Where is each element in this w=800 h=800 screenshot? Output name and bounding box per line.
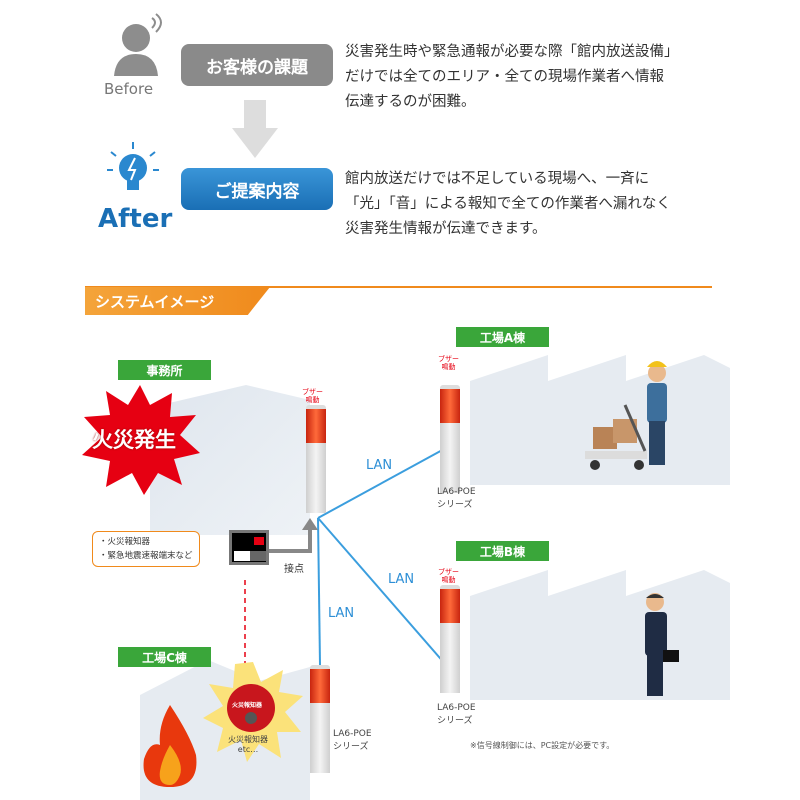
lan-label-a: LAN xyxy=(366,458,393,473)
buzzer-label-b: ブザー鳴動 xyxy=(438,568,459,584)
down-arrow-icon xyxy=(232,100,278,158)
factory-b-building xyxy=(470,570,730,700)
signal-tower-factory-b xyxy=(440,585,460,693)
office-building xyxy=(150,385,310,535)
signal-control-note: ※信号線制御には、PC設定が必要です。 xyxy=(470,741,615,750)
issue-description: 災害発生時や緊急通報が必要な際「館内放送設備」だけでは全てのエリア・全ての現場作… xyxy=(345,44,679,110)
flame-icon xyxy=(143,705,197,787)
after-label: After xyxy=(98,204,173,234)
lightbulb-icon xyxy=(107,142,159,190)
before-label: Before xyxy=(104,80,154,98)
fire-outbreak-burst-icon xyxy=(82,385,200,495)
alarm-panel-icon xyxy=(229,530,269,565)
buzzer-label-a: ブザー鳴動 xyxy=(438,355,459,371)
signal-tower-office xyxy=(306,405,326,513)
businessman-icon xyxy=(645,593,679,696)
worried-person-icon xyxy=(114,13,162,76)
proposal-description: 館内放送だけでは不足している現場へ、一斉に「光」「音」による報知で全ての作業者へ… xyxy=(345,171,671,237)
factory-a-building xyxy=(470,355,730,485)
fire-outbreak-text: 火災発生 xyxy=(92,428,176,452)
factory-c-label: 工場C棟 xyxy=(118,647,211,667)
alarm-burst-icon xyxy=(203,662,303,762)
signal-tower-factory-c xyxy=(310,665,330,773)
buzzer-label-office: ブザー鳴動 xyxy=(302,388,323,404)
factory-b-label: 工場B棟 xyxy=(456,541,549,561)
lan-label-c: LAN xyxy=(328,606,355,621)
worker-with-cart-icon xyxy=(585,361,667,470)
lan-label-b: LAN xyxy=(388,572,415,587)
proposal-badge: ご提案内容 xyxy=(181,168,333,210)
factory-a-label: 工場A棟 xyxy=(456,327,549,347)
device-callout: ・火災報知器・緊急地震速報端末など xyxy=(92,531,200,567)
signal-tower-factory-a xyxy=(440,385,460,493)
section-rule xyxy=(85,286,712,288)
section-title: システムイメージ xyxy=(85,287,270,315)
office-label: 事務所 xyxy=(118,360,211,380)
customer-issue-badge: お客様の課題 xyxy=(181,44,333,86)
alarm-badge-text: 火災報知器 xyxy=(232,702,263,709)
contact-label: 接点 xyxy=(284,564,304,575)
